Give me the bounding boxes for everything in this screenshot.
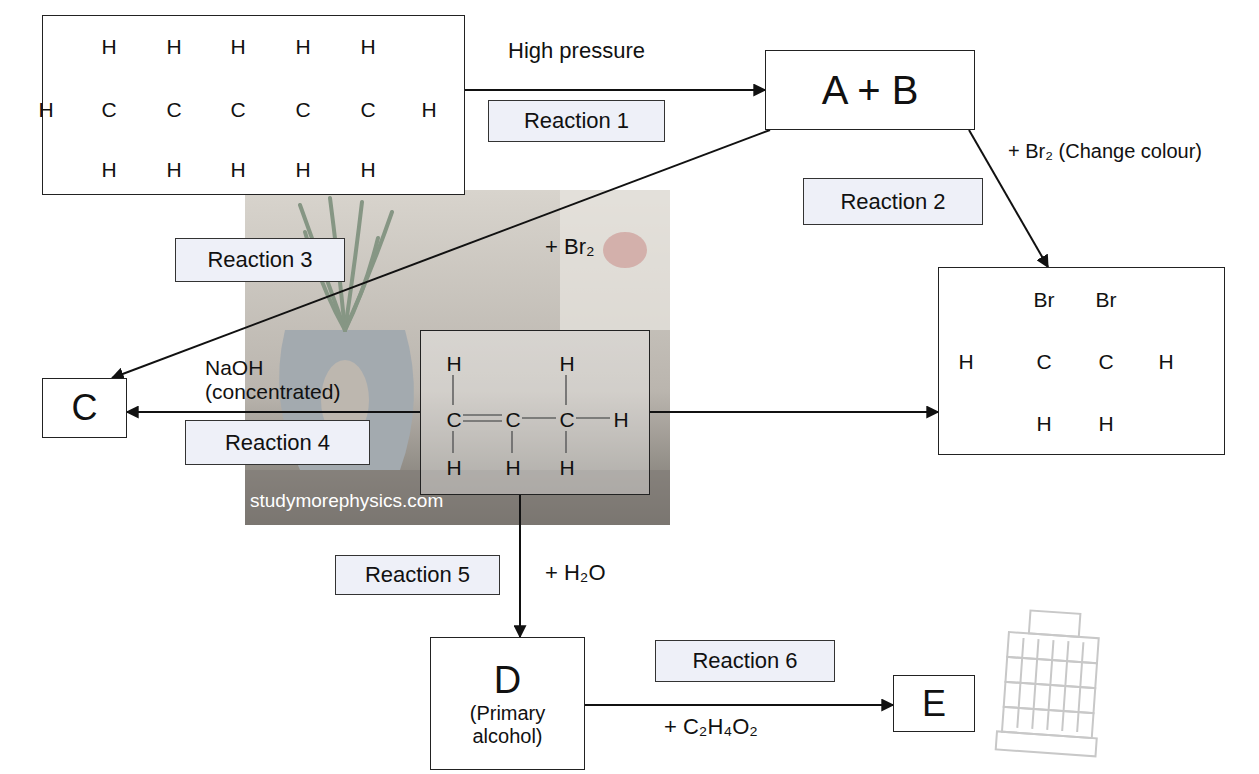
reaction-box: Reaction 2 [803, 178, 983, 225]
atom-symbol: H [360, 159, 375, 180]
atom-symbol: H [1098, 413, 1113, 434]
reagent-label: + Br₂ [545, 234, 595, 259]
tower-top [1029, 610, 1080, 636]
reaction-arrow [585, 704, 893, 706]
atom-symbol: Br [1096, 289, 1117, 310]
atom-symbol: C [505, 409, 520, 430]
atom-symbol: C [295, 99, 310, 120]
tower-columns [1017, 638, 1083, 732]
atom-symbol: H [559, 457, 574, 478]
atom-symbol: H [613, 409, 628, 430]
atom-symbol: H [101, 159, 116, 180]
reagent-label: + Br₂ (Change colour) [1008, 140, 1202, 163]
reagent-label: High pressure [508, 38, 645, 63]
reaction-arrow [650, 411, 938, 413]
reaction-box: Reaction 6 [655, 640, 835, 682]
atom-symbol: H [421, 99, 436, 120]
reaction-arrow [127, 411, 420, 413]
reaction-arrow [465, 89, 765, 91]
atom-symbol: H [295, 36, 310, 57]
atom-symbol: H [38, 99, 53, 120]
reagent-label: NaOH (concentrated) [205, 356, 385, 404]
atom-symbol: C [101, 99, 116, 120]
atom-symbol: C [559, 409, 574, 430]
reaction-arrow [519, 495, 521, 637]
formula-box: H H C C C H H H H [420, 330, 650, 495]
atom-symbol: C [1036, 351, 1051, 372]
atom-symbol: C [360, 99, 375, 120]
watermark: studymorephysics.com [250, 490, 443, 512]
product-box: D(Primary alcohol) [430, 637, 585, 770]
atom-symbol: H [101, 36, 116, 57]
atom-symbol: H [166, 159, 181, 180]
atom-symbol: C [446, 409, 461, 430]
compound-label: D [494, 659, 521, 703]
atom-symbol: H [958, 351, 973, 372]
atom-symbol: Br [1034, 289, 1055, 310]
photo-blob [603, 232, 647, 268]
product-box: C [42, 378, 127, 438]
reaction-label: Reaction 6 [692, 648, 797, 673]
atom-symbol: H [1158, 351, 1173, 372]
atom-symbol: H [230, 36, 245, 57]
reaction-label: Reaction 5 [365, 562, 470, 587]
reaction-label: Reaction 1 [524, 108, 629, 133]
photo-leaf [345, 212, 392, 330]
photo-window [560, 190, 670, 330]
compound-label: C [72, 387, 98, 428]
reaction-box: Reaction 4 [185, 420, 370, 465]
atom-symbol: H [559, 353, 574, 374]
compound-label: (Primary alcohol) [453, 702, 563, 748]
atom-symbol: H [166, 36, 181, 57]
product-box: E [893, 675, 975, 732]
reagent-label: + C₂H₄O₂ [664, 714, 758, 739]
atom-symbol: H [230, 159, 245, 180]
atom-symbol: H [446, 457, 461, 478]
formula-box: HHHHHHCCCCCHHHHHH [42, 15, 465, 195]
compound-label: A + B [822, 67, 919, 113]
reaction-box: Reaction 5 [335, 555, 500, 595]
atom-symbol: C [166, 99, 181, 120]
atom-symbol: H [295, 159, 310, 180]
atom-symbol: H [1036, 413, 1051, 434]
atom-symbol: H [505, 457, 520, 478]
atom-symbol: H [446, 353, 461, 374]
atom-symbol: C [230, 99, 245, 120]
reaction-box: Reaction 1 [488, 100, 665, 142]
product-box: A + B [765, 50, 975, 130]
reagent-label: + H₂O [545, 560, 606, 585]
reaction-label: Reaction 4 [225, 430, 330, 455]
compound-label: E [922, 683, 946, 724]
reaction-label: Reaction 2 [840, 189, 945, 214]
formula-box: Br BrH C C H H H [938, 267, 1225, 455]
reaction-box: Reaction 3 [175, 238, 345, 282]
atom-symbol: C [1098, 351, 1113, 372]
reaction-label: Reaction 3 [207, 247, 312, 272]
tower-icon [996, 609, 1106, 757]
atom-symbol: H [360, 36, 375, 57]
